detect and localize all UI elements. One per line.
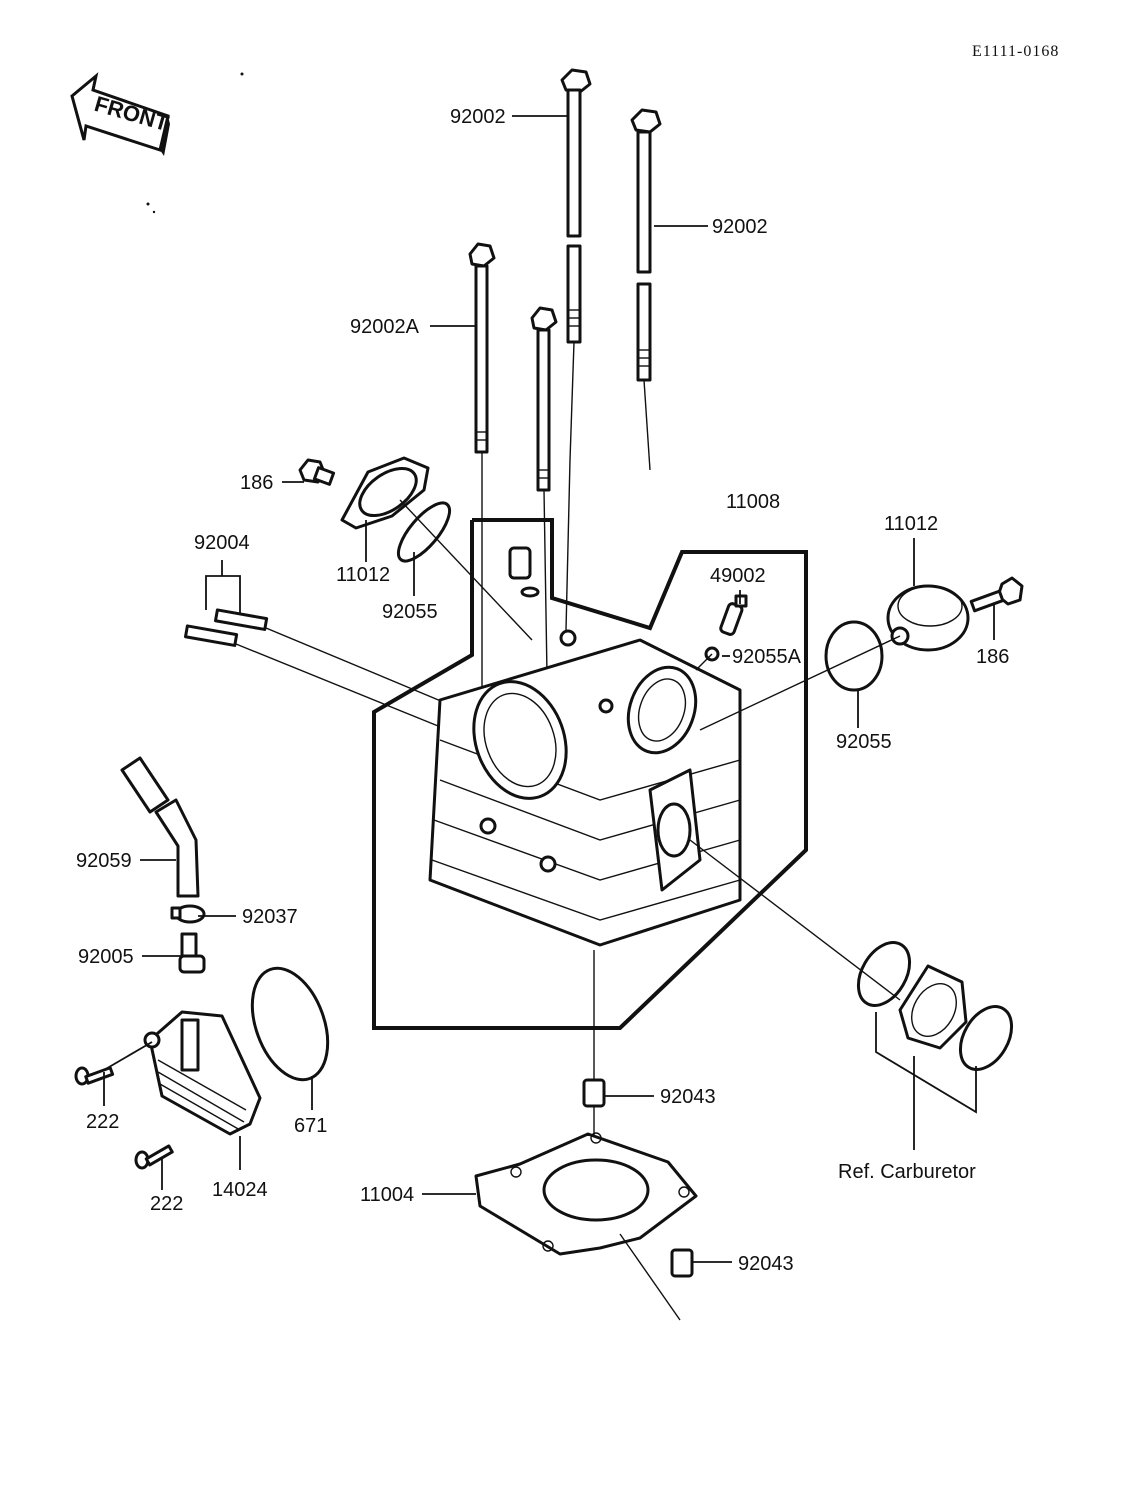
gasket-11004 [474,1132,698,1256]
hose-92059 [120,756,200,898]
screw-222-lower [134,1144,174,1170]
oring-671 [250,966,330,1082]
sensor-49002 [719,594,748,636]
label-gasket-11004: 11004 [360,1184,414,1206]
cylinder-head [428,629,742,947]
label-cover-11012-right: 11012 [884,513,938,535]
diagram-code: E1111-0168 [972,43,1059,60]
label-fitting-92005: 92005 [78,946,134,968]
sensor-center [508,546,540,598]
oring-92055-right [824,620,884,692]
label-bolt-92002-right: 92002 [712,216,768,238]
clamp-92037 [170,904,206,924]
cover-11012-right [886,584,970,652]
label-bolt-92002-top: 92002 [450,106,506,128]
screw-222-upper [74,1066,115,1086]
cover-14024 [143,1010,262,1136]
bolt-186-left [298,458,336,486]
dowel-92043-lower [670,1248,694,1278]
label-head-11008: 11008 [726,491,780,513]
label-screw-222-lower: 222 [150,1193,183,1215]
bolt-92002-right [630,108,662,382]
oring-92055-left [396,501,452,563]
label-washer-92055a: 92055A [732,646,802,668]
label-dowel-92043-lower: 92043 [738,1253,794,1275]
bolt-secondary [530,306,558,492]
label-cover-14024: 14024 [212,1179,268,1201]
label-studs-92004: 92004 [194,532,250,554]
label-bolt-186-right: 186 [976,646,1009,668]
label-oring-92055-left: 92055 [382,601,438,623]
dowel-92043-upper [582,1078,606,1108]
carburetor-ref-parts [856,941,1014,1071]
head-assembly-frame [372,518,808,1030]
studs-92004 [183,608,269,647]
label-oring-671: 671 [294,1115,327,1137]
fitting-92005 [178,932,206,974]
front-arrow-icon: FRONT [70,72,172,156]
cover-11012-left [340,456,430,530]
label-bolt-92002a: 92002A [350,316,420,338]
label-carburetor-ref: Ref. Carburetor [838,1161,976,1183]
leader-lines [103,115,995,1263]
label-sensor-49002: 49002 [710,565,766,587]
label-dowel-92043-upper: 92043 [660,1086,716,1108]
bolt-92002-top [560,68,592,344]
label-screw-222-upper: 222 [86,1111,119,1133]
bolt-92002a [468,242,496,454]
bolt-186-right [969,576,1024,613]
label-oring-92055-right: 92055 [836,731,892,753]
label-bolt-186-left: 186 [240,472,273,494]
label-hose-92059: 92059 [76,850,132,872]
label-cover-11012-left: 11012 [336,564,390,586]
label-clamp-92037: 92037 [242,906,298,928]
